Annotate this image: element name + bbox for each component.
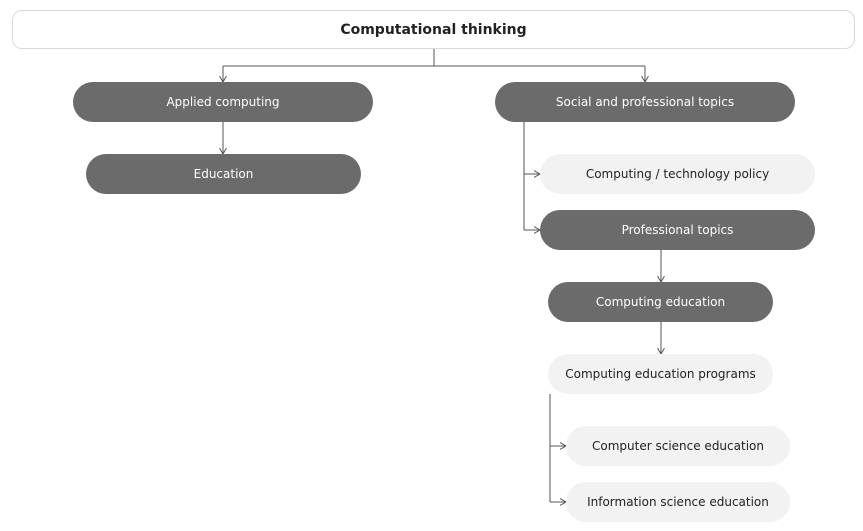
- node-label: Applied computing: [166, 95, 280, 109]
- node-social-professional-topics: Social and professional topics: [495, 82, 795, 122]
- node-label: Computing education programs: [565, 367, 756, 381]
- node-professional-topics: Professional topics: [540, 210, 815, 250]
- node-label: Computing education: [595, 295, 726, 309]
- node-label: Computing / technology policy: [585, 167, 770, 181]
- node-label: Computer science education: [592, 439, 764, 453]
- node-applied-computing: Applied computing: [73, 82, 373, 122]
- node-computational-thinking: Computational thinking: [12, 10, 855, 49]
- node-computer-science-education: Computer science education: [566, 426, 790, 466]
- node-computing-education: Computing education: [548, 282, 773, 322]
- node-label: Information science education: [587, 495, 769, 509]
- node-label: Social and professional topics: [555, 95, 735, 109]
- node-education: Education: [86, 154, 361, 194]
- node-computing-technology-policy: Computing / technology policy: [540, 154, 815, 194]
- node-information-science-education: Information science education: [566, 482, 790, 522]
- node-label: Education: [193, 167, 254, 181]
- node-label: Computational thinking: [340, 21, 527, 38]
- node-label: Professional topics: [621, 223, 734, 237]
- node-computing-education-programs: Computing education programs: [548, 354, 773, 394]
